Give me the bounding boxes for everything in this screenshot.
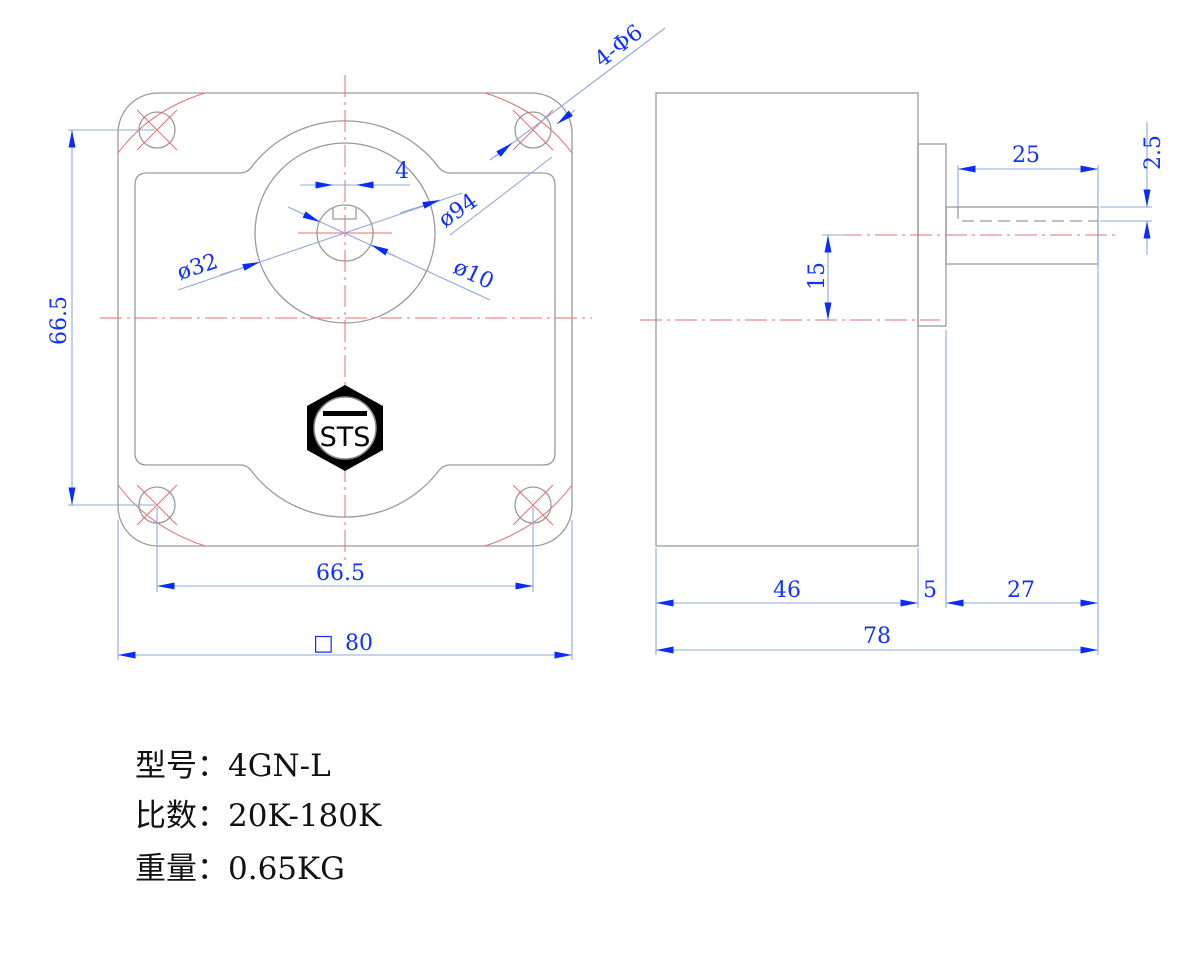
square-symbol: □ [313,631,334,656]
shaft-length-label: 25 [1012,143,1040,168]
shaft-diameter-label: ø10 [449,255,497,295]
spec-weight: 重量：0.65KG [135,843,345,888]
pilot-diameter-label: ø94 [434,189,482,233]
front-view: 4 ø32 ø94 ø10 4-Φ6 66.5 66.5 □ 80 [47,20,666,660]
hole-callout-label: 4-Φ6 [590,20,648,73]
square-size-label: 80 [345,631,373,656]
horizontal-pitch-label: 66.5 [316,561,365,586]
side-view: 15 25 2.5 46 5 27 78 [640,92,1166,655]
key-width-label: 4 [395,159,409,184]
vertical-pitch-label: 66.5 [47,296,72,345]
keyway-hidden-line [957,207,1098,222]
inner-housing-outline [134,120,556,518]
shaft-total-label: 27 [1007,578,1035,603]
shaft-offset-label: 15 [805,262,830,290]
spec-label: 型号： [135,748,228,784]
key-depth-label: 2.5 [1141,135,1166,170]
spec-value: 4GN-L [228,748,331,784]
spec-label: 比数： [135,798,228,834]
flange-length-label: 5 [923,578,937,603]
spec-value: 0.65KG [228,851,345,887]
body-length-label: 46 [773,578,801,603]
logo-text: STS [320,422,371,453]
overall-length-label: 78 [863,624,891,649]
sts-logo: STS [307,385,383,471]
spec-model: 型号：4GN-L [135,740,331,785]
boss-diameter-label: ø32 [174,249,221,286]
spec-ratio: 比数：20K-180K [135,790,381,835]
spec-label: 重量： [135,851,228,887]
spec-value: 20K-180K [228,798,382,834]
